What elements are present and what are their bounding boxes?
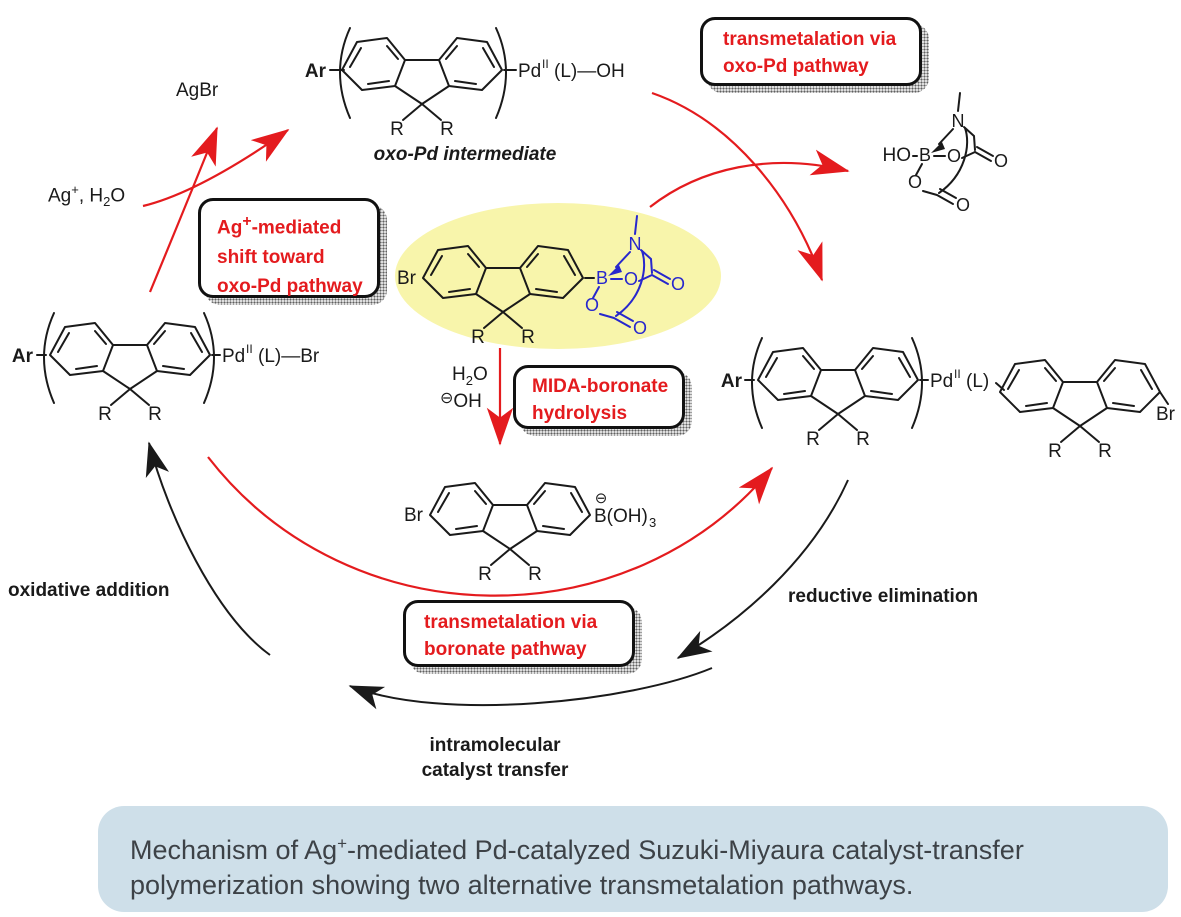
atom-ar: Ar (721, 371, 743, 392)
fluorene-unit (757, 347, 919, 451)
arrow-oxidative-addition (145, 441, 271, 656)
caption-box: Mechanism of Ag+-mediated Pd-catalyzed S… (98, 806, 1168, 912)
callout-boronate-pathway: transmetalation via boronate pathway (403, 600, 635, 667)
water-label: H2O (452, 364, 488, 388)
boronate-subscript: 3 (649, 515, 656, 530)
arrow-agbr-release (148, 126, 219, 293)
ligand-br: (L)—Br (258, 346, 320, 367)
arrow-catalyst-transfer (348, 667, 713, 710)
pd-oxidation-state: II (542, 57, 549, 71)
atom-br: Br (1156, 404, 1176, 425)
callout-mida-hydrolysis: MIDA-boronate hydrolysis (513, 365, 685, 429)
ar-pd-br-polymer: Ar Pd II (L)—Br (12, 312, 320, 426)
pd-oxidation-state: II (954, 367, 961, 381)
repeat-parentheses (43, 312, 215, 404)
black-arrows (145, 441, 849, 710)
fluorene-unit (341, 37, 503, 141)
callout-line: Ag+-mediated (217, 213, 342, 239)
atom-pd: Pd (518, 61, 541, 82)
repeat-parentheses (751, 337, 923, 429)
oxo-pd-intermediate-label: oxo-Pd intermediate (373, 144, 557, 165)
oxo-pd-intermediate-structure: Ar Pd II (L)—OH (305, 27, 625, 141)
atom-ar: Ar (12, 346, 34, 367)
callout-line: hydrolysis (532, 402, 628, 424)
boronate-group: B(OH) (594, 506, 648, 527)
mida-boronate-monomer: Br (397, 215, 687, 349)
arrow-reductive-elimination (676, 479, 849, 659)
fluorene-unit (999, 359, 1161, 463)
callout-line: shift toward (217, 246, 325, 268)
callout-oxo-pathway: transmetalation via oxo-Pd pathway (700, 17, 922, 86)
atom-pd: Pd (930, 371, 953, 392)
callout-line: transmetalation via (424, 612, 598, 633)
callout-ag-shift: Ag+-mediated shift toward oxo-Pd pathway (198, 198, 380, 298)
red-arrows (142, 91, 850, 597)
callout-line: MIDA-boronate (532, 376, 669, 397)
arrow-to-mida-byproduct (649, 149, 850, 208)
caption-line2: polymerization showing two alternative t… (130, 870, 914, 900)
fluorene-unit (49, 322, 211, 426)
atom-pd: Pd (222, 346, 245, 367)
arrow-ag-shift-to-oxo (142, 129, 290, 208)
callout-line: boronate pathway (424, 638, 587, 660)
agbr-label: AgBr (176, 80, 219, 101)
oxidative-addition-label: oxidative addition (8, 580, 170, 601)
reductive-elimination-label: reductive elimination (788, 586, 979, 607)
fluorene-unit (429, 482, 591, 586)
hydrolysis-reagents-label: H2O ⊖OH (440, 364, 488, 413)
ligand-oh: (L)—OH (554, 61, 625, 82)
callout-line: transmetalation via (723, 29, 897, 50)
silver-water-label: Ag+, H2O (48, 182, 126, 210)
bromo-fluorene-boronate: Br ⊖ B(OH) 3 (404, 482, 656, 586)
repeat-parentheses (339, 27, 507, 119)
callout-line: oxo-Pd pathway (723, 55, 869, 77)
ligand-l: (L) (966, 371, 989, 392)
arrow-boronate-pathway (207, 456, 774, 597)
pd-oxidation-state: II (246, 342, 253, 356)
atom-ar: Ar (305, 61, 327, 82)
hydroxide-label: ⊖OH (440, 389, 482, 412)
caption-line1: Mechanism of Ag+-mediated Pd-catalyzed S… (130, 834, 1024, 865)
callout-line: oxo-Pd pathway (217, 276, 363, 298)
atom-ho: HO (883, 145, 912, 166)
negative-charge: ⊖ (595, 490, 608, 507)
polymer-pd-monomer-adduct: Ar Pd II (L) Br (721, 337, 1176, 463)
atom-br: Br (397, 268, 417, 289)
intramolecular-transfer-label: intramolecular catalyst transfer (421, 735, 569, 781)
mida-oh-byproduct: HO (883, 92, 1010, 216)
atom-br: Br (404, 505, 424, 526)
